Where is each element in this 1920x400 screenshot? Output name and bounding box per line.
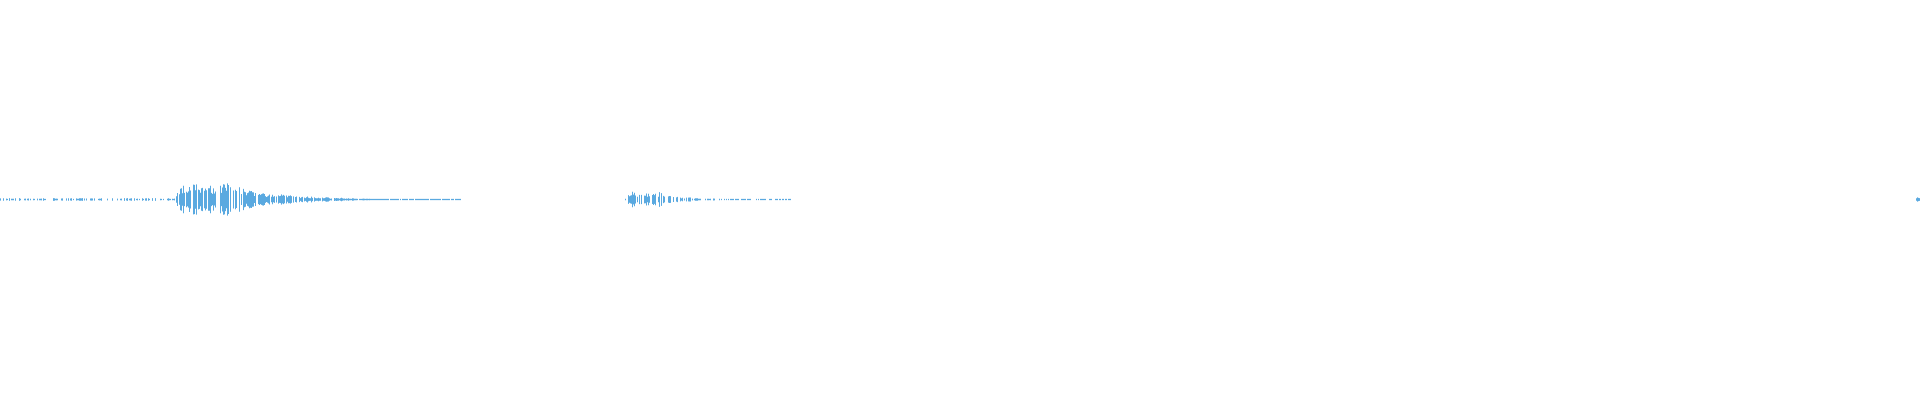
end-mark-trace — [1916, 197, 1920, 202]
segment-1-burst — [173, 183, 461, 216]
segment-2-trace — [625, 191, 791, 208]
segment-1-burst-trace — [173, 183, 461, 216]
segment-1-noise — [0, 198, 173, 201]
segment-1-noise-trace — [0, 198, 173, 201]
waveform-samples — [0, 183, 1920, 216]
end-mark — [1916, 197, 1920, 202]
segment-2 — [625, 191, 791, 208]
